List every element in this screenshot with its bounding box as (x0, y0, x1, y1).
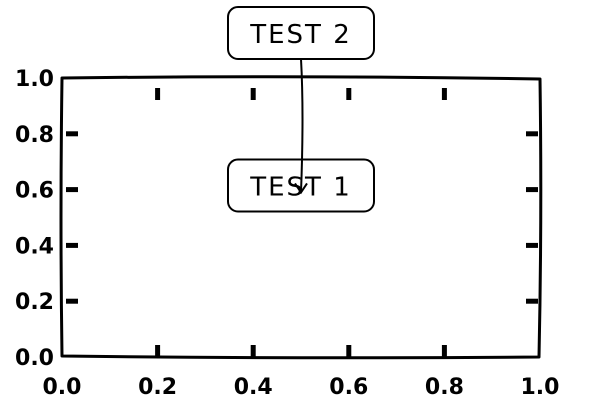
annotations: TEST 1 TEST 2 (227, 6, 375, 213)
y-tick-label-2: 0.4 (15, 234, 54, 259)
x-tick-label-3: 0.6 (329, 375, 368, 400)
y-tick-label-5: 1.0 (15, 67, 54, 92)
annotation-arrowhead (294, 182, 308, 195)
x-tick-label-2: 0.4 (234, 375, 273, 400)
annotation-arrow (300, 58, 304, 193)
y-tick-label-4: 0.8 (15, 123, 54, 148)
annotation-2: TEST 2 (227, 6, 375, 195)
plot-frame (59, 75, 543, 360)
annotation-text: TEST 2 (249, 20, 352, 50)
axis-ticks (66, 88, 538, 357)
y-tick-label-0: 0.0 (15, 346, 54, 371)
y-tick-label-3: 0.6 (15, 179, 54, 204)
annotation-text: TEST 1 (249, 173, 352, 203)
annotation-box (227, 6, 375, 60)
y-tick-label-1: 0.2 (15, 290, 54, 315)
x-tick-label-1: 0.2 (138, 375, 177, 400)
axis-tick-labels: 0.0 0.2 0.4 0.6 0.8 1.0 0.0 0.2 0.4 0.6 0.8 1.0 (15, 67, 559, 400)
x-tick-label-0: 0.0 (43, 375, 82, 400)
x-tick-label-4: 0.8 (425, 375, 464, 400)
x-tick-label-5: 1.0 (521, 375, 560, 400)
